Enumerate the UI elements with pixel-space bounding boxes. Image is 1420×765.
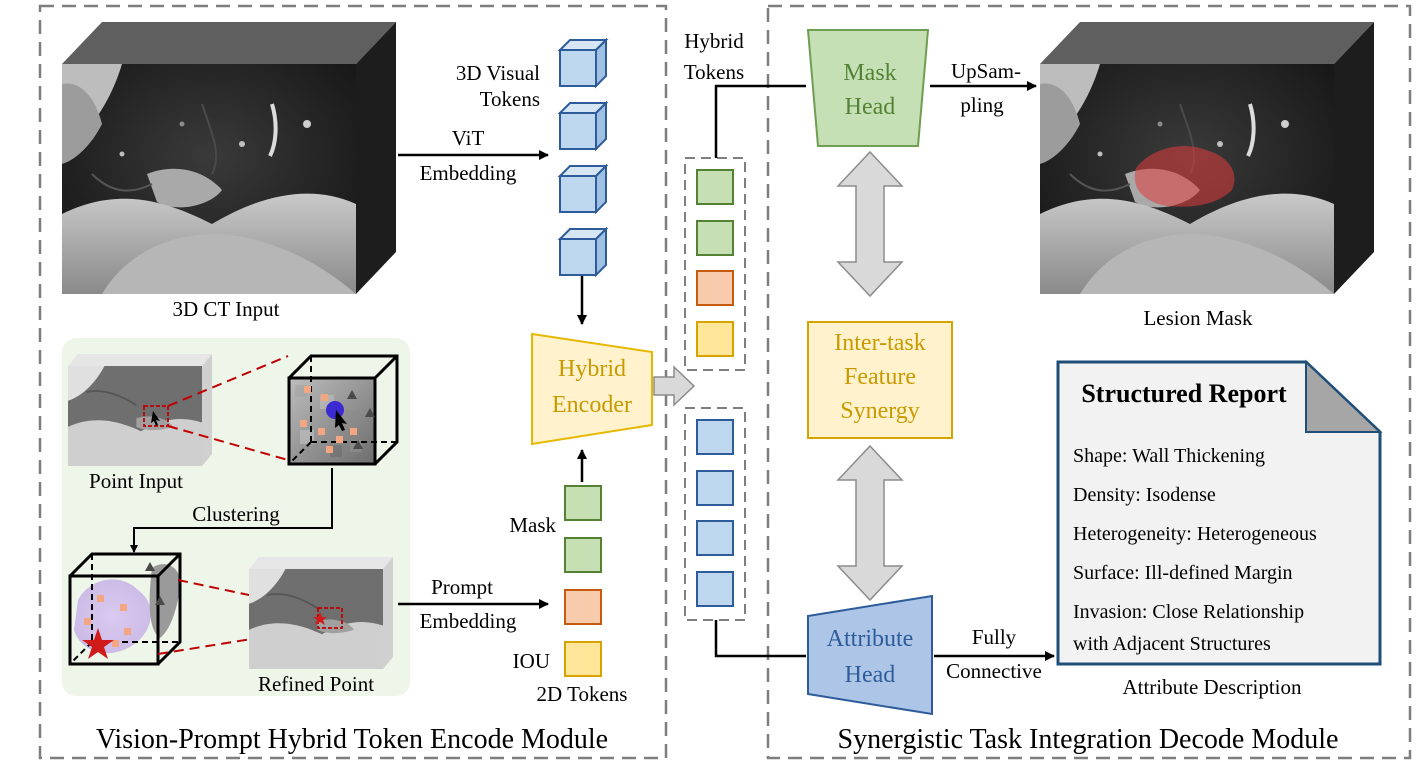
attribute-head: Attribute Head — [807, 594, 933, 716]
lesion-mask-volume — [1040, 22, 1374, 294]
report-item-shape: Shape: Wall Thickening — [1073, 445, 1265, 467]
embedding-label: Embedding — [420, 161, 517, 185]
zoom-line-top — [167, 355, 289, 407]
attribute-description-label: Attribute Description — [1122, 675, 1302, 699]
upsampling-label-2: pling — [960, 93, 1004, 117]
hybrid-iou-token — [696, 321, 734, 357]
point-input-slice — [68, 354, 212, 466]
report-title: Structured Report — [1081, 379, 1287, 408]
hybrid-tokens-label-1: Hybrid — [684, 29, 744, 53]
mask-head-label-2: Head — [845, 94, 896, 120]
synergy-arrow-lower — [836, 444, 904, 602]
attribute-head-label-2: Head — [845, 662, 896, 688]
fully-label: Fully — [972, 625, 1017, 649]
hybrid-visual-token-2 — [696, 470, 734, 506]
visual-token-cube — [557, 163, 609, 215]
hybrid-to-attribute-head-line — [714, 620, 806, 658]
hybrid-mask-token-2 — [696, 220, 734, 256]
visual-token-cubes — [557, 37, 609, 278]
mask-token-label: Mask — [509, 513, 556, 537]
zoomed-point-cube — [287, 354, 399, 466]
attribute-head-label-1: Attribute — [827, 626, 914, 652]
clustering-arrow — [130, 468, 333, 553]
hybrid-to-mask-head-line — [714, 84, 806, 158]
clustered-point-cube — [68, 552, 182, 666]
upsampling-label-1: UpSam- — [951, 59, 1021, 83]
point-input-label: Point Input — [89, 469, 183, 493]
vit-label: ViT — [452, 126, 485, 150]
synergy-label-1: Inter-task — [834, 330, 925, 356]
visual-token-cube — [557, 37, 609, 89]
synergy-arrow-upper — [836, 150, 904, 298]
refined-point-slice — [249, 557, 393, 669]
decode-module-frame — [766, 4, 1412, 760]
synergy-label-2: Feature — [844, 364, 916, 390]
visual-token-cube — [557, 100, 609, 152]
iou-token — [564, 641, 602, 677]
encoder-label-2: Encoder — [552, 392, 632, 418]
hybrid-mask-token-1 — [696, 169, 734, 205]
visual-token-cube — [557, 226, 609, 278]
prompt-embedding-label: Embedding — [420, 609, 517, 633]
zoom-line-bottom — [167, 425, 289, 461]
hybrid-visual-token-4 — [696, 571, 734, 607]
clustering-label: Clustering — [192, 502, 280, 526]
mask-head: Mask Head — [806, 29, 930, 147]
report-item-density: Density: Isodense — [1073, 484, 1216, 506]
encoder-label-1: Hybrid — [558, 356, 626, 382]
report-item-invasion: Invasion: Close Relationship — [1073, 601, 1304, 623]
mask-token-1 — [564, 485, 602, 521]
structured-report: Structured Report Shape: Wall Thickening… — [1056, 359, 1383, 666]
refined-point-label: Refined Point — [258, 672, 374, 696]
prompt-label: Prompt — [431, 575, 493, 599]
report-item-heterogeneity: Heterogeneity: Heterogeneous — [1073, 523, 1317, 545]
feature-synergy-box: Inter-task Feature Synergy — [807, 321, 953, 439]
mask-token-2 — [564, 537, 602, 573]
encode-module-title: Vision-Prompt Hybrid Token Encode Module — [96, 724, 608, 755]
encoder-output-arrow — [653, 365, 696, 407]
lesion-mask-label: Lesion Mask — [1143, 306, 1253, 330]
hybrid-tokens-lower-group — [684, 407, 746, 621]
ct-input-volume — [62, 22, 396, 294]
hybrid-visual-token-1 — [696, 419, 734, 455]
ct-input-label: 3D CT Input — [173, 297, 280, 321]
connective-label: Connective — [946, 659, 1042, 683]
synergy-label-3: Synergy — [840, 398, 920, 424]
report-item-surface: Surface: Ill-defined Margin — [1073, 562, 1293, 584]
decode-module-title: Synergistic Task Integration Decode Modu… — [838, 724, 1339, 755]
visual-tokens-label-1: 3D Visual — [456, 61, 540, 85]
report-item-invasion-cont: with Adjacent Structures — [1073, 633, 1271, 655]
visual-tokens-label-2: Tokens — [480, 87, 540, 111]
2d-tokens-label: 2D Tokens — [537, 682, 628, 706]
hybrid-encoder: Hybrid Encoder — [531, 332, 653, 446]
hybrid-tokens-label-2: Tokens — [684, 60, 744, 84]
iou-token-label: IOU — [513, 649, 550, 673]
hybrid-tokens-upper-group — [684, 157, 746, 371]
hybrid-prompt-token — [696, 270, 734, 306]
hybrid-visual-token-3 — [696, 520, 734, 556]
prompt-token — [564, 589, 602, 625]
mask-head-label-1: Mask — [843, 60, 896, 86]
